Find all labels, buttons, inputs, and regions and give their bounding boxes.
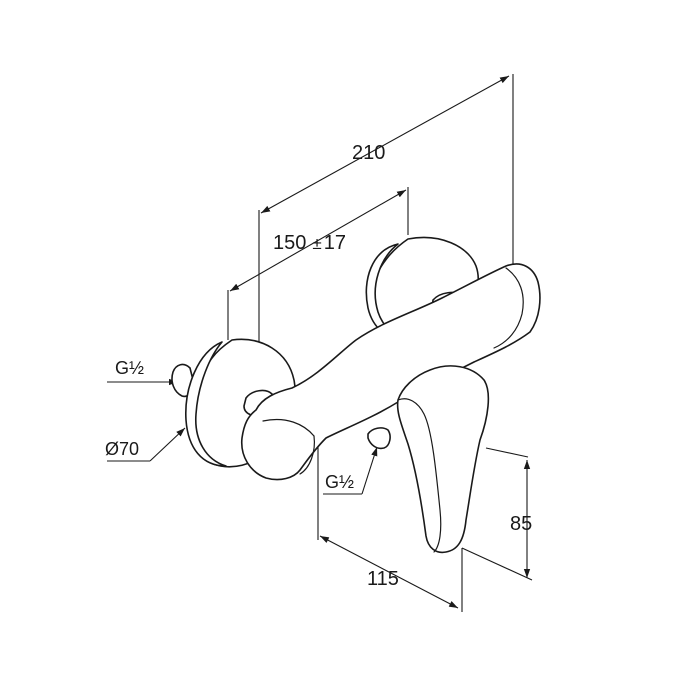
- dim-line-150: [229, 189, 407, 292]
- label-handle-height: 85: [510, 513, 532, 535]
- label-inlet-thread: G½: [115, 358, 144, 378]
- lever-handle: [396, 365, 490, 554]
- leader-lines: [107, 378, 378, 495]
- dim-line-115: [319, 535, 459, 609]
- label-outlet-depth: 115: [367, 568, 399, 590]
- label-overall-width: 210: [352, 142, 385, 164]
- label-outlet-thread: G½: [325, 472, 354, 492]
- label-center-distance: 150±17: [273, 232, 346, 254]
- dimension-lines: [229, 75, 531, 609]
- mixer-body: [241, 263, 541, 481]
- dimension-labels: 210 150±17 115 85 Ø70 G½ G½: [105, 142, 532, 590]
- label-flange-diameter: Ø70: [105, 439, 139, 459]
